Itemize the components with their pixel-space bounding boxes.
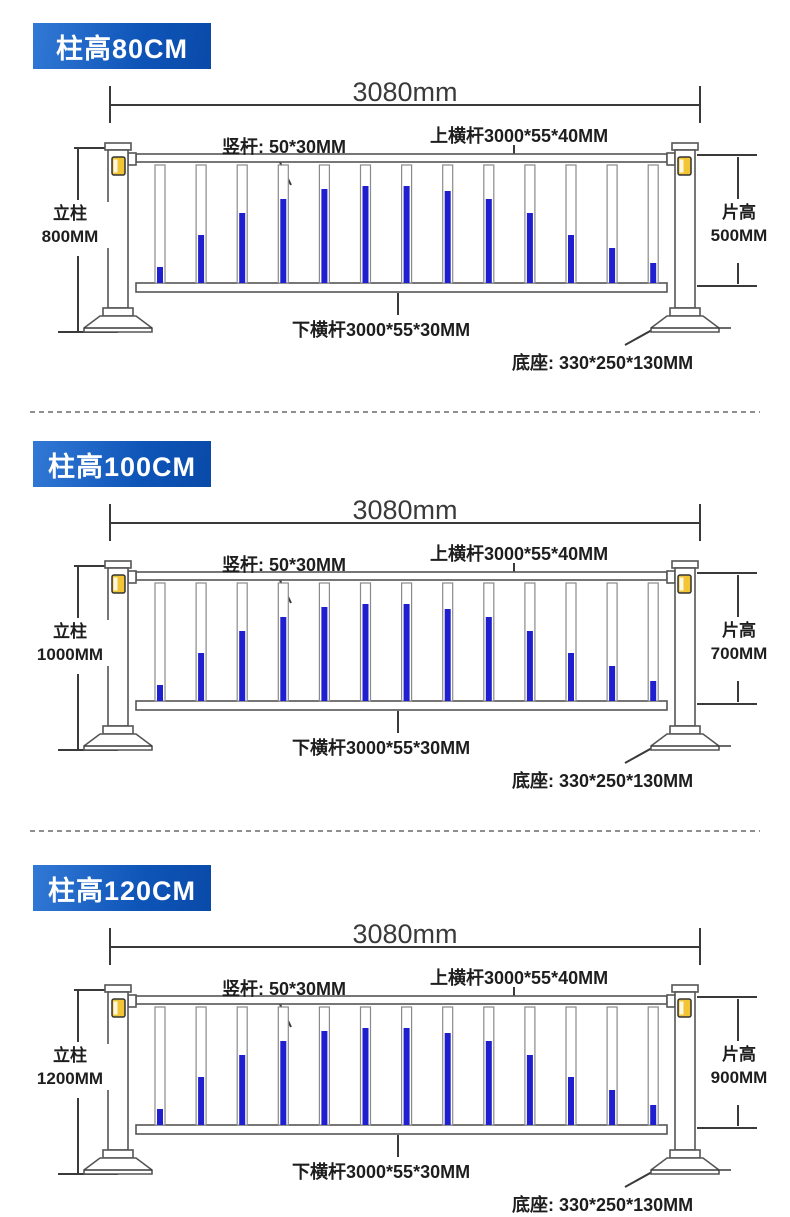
panel-height-dimension (697, 572, 757, 705)
base-label: 底座: 330*250*130MM (512, 353, 694, 373)
pickets (154, 582, 659, 702)
panel-height-label: 片高 900MM (699, 1043, 779, 1089)
post-height-label-mm: 1200MM (36, 1069, 104, 1088)
post-height-label-mm: 1000MM (36, 645, 104, 664)
bottom-rail-label: 下横杆3000*55*30MM (292, 738, 471, 758)
overall-width-label: 3080mm (352, 495, 458, 525)
top-rail-label: 上横杆3000*55*40MM (430, 968, 609, 988)
fence-diagram (58, 504, 757, 764)
right-post (650, 984, 731, 1175)
base-label: 底座: 330*250*130MM (512, 1195, 694, 1215)
panel-height-label-mm: 500MM (710, 226, 768, 245)
bottom-rail-label: 下横杆3000*55*30MM (292, 1162, 471, 1182)
base-label: 底座: 330*250*130MM (512, 771, 694, 791)
panel-height-label: 片高 700MM (699, 619, 779, 665)
right-post (650, 142, 731, 333)
spec-section-120cm: 柱高120CM 3080mm 竖杆: 50*30MM 上横杆3000*55*40… (0, 865, 790, 1215)
panel-height-dimension (697, 996, 757, 1129)
left-post (83, 142, 153, 333)
post-height-label: 立柱 1000MM (24, 620, 116, 666)
width-dimension-lines (109, 86, 701, 123)
reflector-icon (111, 998, 692, 1018)
panel-height-label-cn: 片高 (722, 1045, 756, 1064)
post-height-label-cn: 立柱 (53, 204, 87, 223)
vertical-bar-label: 竖杆: 50*30MM (222, 137, 347, 157)
height-badge: 柱高120CM (33, 865, 211, 911)
panel-height-dimension (697, 154, 757, 287)
fence-diagram (58, 86, 757, 346)
right-post (650, 560, 731, 751)
left-post (83, 984, 153, 1175)
left-post (83, 560, 153, 751)
post-height-label: 立柱 800MM (24, 202, 116, 248)
dashed-separator (30, 411, 760, 413)
dashed-separator (30, 830, 760, 832)
vertical-bar-label: 竖杆: 50*30MM (222, 979, 347, 999)
width-dimension-lines (109, 504, 701, 541)
top-rail-label: 上横杆3000*55*40MM (430, 544, 609, 564)
width-dimension-lines (109, 928, 701, 965)
overall-width-label: 3080mm (352, 77, 458, 107)
post-height-label: 立柱 1200MM (24, 1044, 116, 1090)
top-rail-label: 上横杆3000*55*40MM (430, 126, 609, 146)
panel-height-label-cn: 片高 (722, 621, 756, 640)
height-badge: 柱高100CM (33, 441, 211, 487)
post-height-label-cn: 立柱 (53, 622, 87, 641)
post-height-label-cn: 立柱 (53, 1046, 87, 1065)
spec-section-80cm: 柱高80CM 3080mm 竖杆: 50*30MM 上横杆3000*55*40M… (0, 23, 790, 373)
pickets (154, 1006, 659, 1126)
height-badge: 柱高80CM (33, 23, 211, 69)
vertical-bar-label: 竖杆: 50*30MM (222, 555, 347, 575)
reflector-icon (111, 156, 692, 176)
overall-width-label: 3080mm (352, 919, 458, 949)
pickets (154, 164, 659, 284)
reflector-icon (111, 574, 692, 594)
panel-height-label-mm: 700MM (710, 644, 768, 663)
panel-height-label-mm: 900MM (710, 1068, 768, 1087)
fence-diagram (58, 928, 757, 1188)
bottom-rail-label: 下横杆3000*55*30MM (292, 320, 471, 340)
panel-height-label: 片高 500MM (699, 201, 779, 247)
spec-section-100cm: 柱高100CM 3080mm 竖杆: 50*30MM 上横杆3000*55*40… (0, 441, 790, 791)
panel-height-label-cn: 片高 (722, 203, 756, 222)
post-height-label-mm: 800MM (41, 227, 99, 246)
